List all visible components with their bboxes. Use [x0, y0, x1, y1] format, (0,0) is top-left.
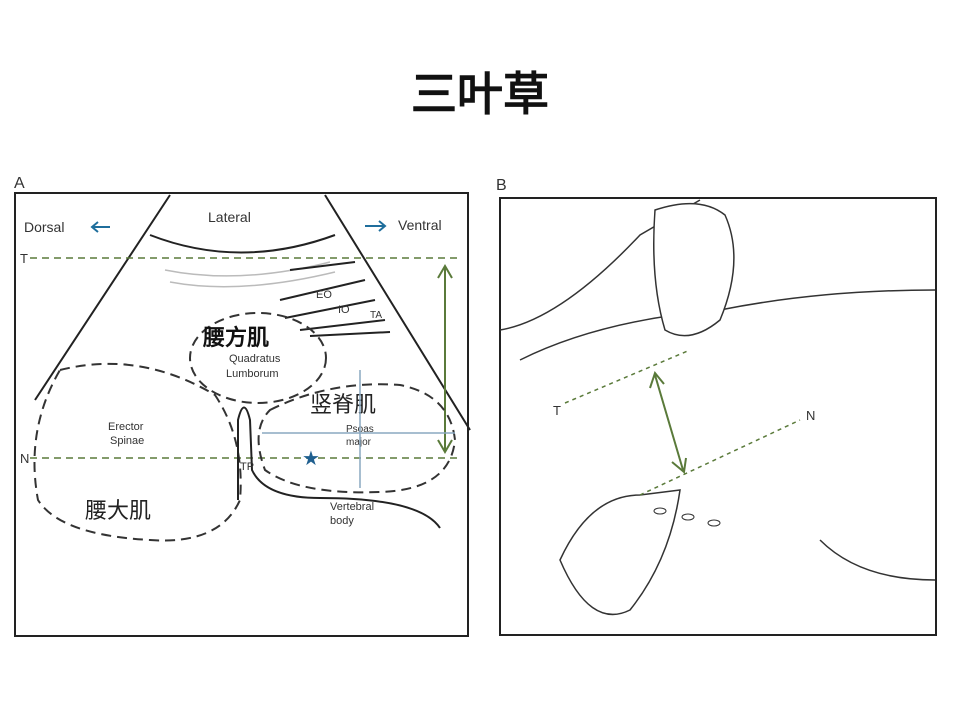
distance-arrow-b-icon	[649, 370, 687, 474]
ta-label: TA	[370, 310, 382, 321]
star-icon: ★	[302, 446, 320, 470]
t-line-b	[564, 349, 691, 404]
panel-a-label: A	[14, 175, 25, 192]
dorsal-label: Dorsal	[24, 219, 64, 235]
lateral-label: Lateral	[208, 209, 251, 225]
crosshair-lines	[262, 370, 455, 488]
dorsal-arrow-icon	[90, 221, 110, 233]
panel-b-frame	[499, 197, 937, 636]
io-label: IO	[338, 304, 350, 316]
tp-label: TP	[240, 461, 254, 473]
spinous-mark	[653, 507, 667, 515]
panel-a: A EO IO TA Lateral Dorsal Ventral T N 腰方…	[14, 175, 471, 637]
transverse-process	[237, 406, 441, 529]
t-marker-b: T	[553, 403, 561, 418]
es-cn-label: 腰大肌	[85, 499, 151, 524]
ql-en-label-2: Lumborum	[226, 368, 279, 380]
pm-cn-label: 竖脊肌	[310, 393, 376, 418]
spinous-mark	[707, 519, 721, 527]
spinous-mark	[681, 513, 695, 521]
es-en-label-1: Erector	[108, 421, 144, 433]
torso-lower	[819, 539, 936, 581]
es-en-label-2: Spinae	[110, 435, 144, 447]
fat-lines	[164, 261, 336, 288]
ql-cn-label: 腰方肌	[202, 325, 269, 351]
erector-spinae-outline	[33, 362, 242, 542]
distance-arrow-icon	[437, 264, 453, 454]
panel-b-label: B	[496, 177, 507, 194]
panel-a-frame	[14, 192, 469, 637]
n-line-b	[639, 419, 801, 496]
psoas-outline	[257, 383, 457, 494]
abdominal-wall-muscles	[279, 261, 391, 337]
vb-label-1: Vertebral	[330, 501, 374, 513]
t-marker: T	[20, 251, 28, 266]
hand-probe	[559, 489, 681, 616]
ventral-label: Ventral	[398, 217, 442, 233]
hand-upper	[653, 202, 735, 337]
quadratus-outline	[189, 312, 327, 404]
vb-label-2: body	[330, 515, 354, 527]
ql-en-label-1: Quadratus	[229, 353, 281, 365]
page-title: 三叶草	[411, 67, 549, 121]
n-marker-b: N	[806, 408, 815, 423]
panel-b: B T N	[496, 177, 937, 636]
n-marker: N	[20, 451, 29, 466]
pm-en-label-2: major	[346, 437, 372, 448]
ventral-arrow-icon	[365, 220, 387, 232]
skin-curve	[149, 234, 336, 254]
eo-label: EO	[316, 289, 332, 301]
